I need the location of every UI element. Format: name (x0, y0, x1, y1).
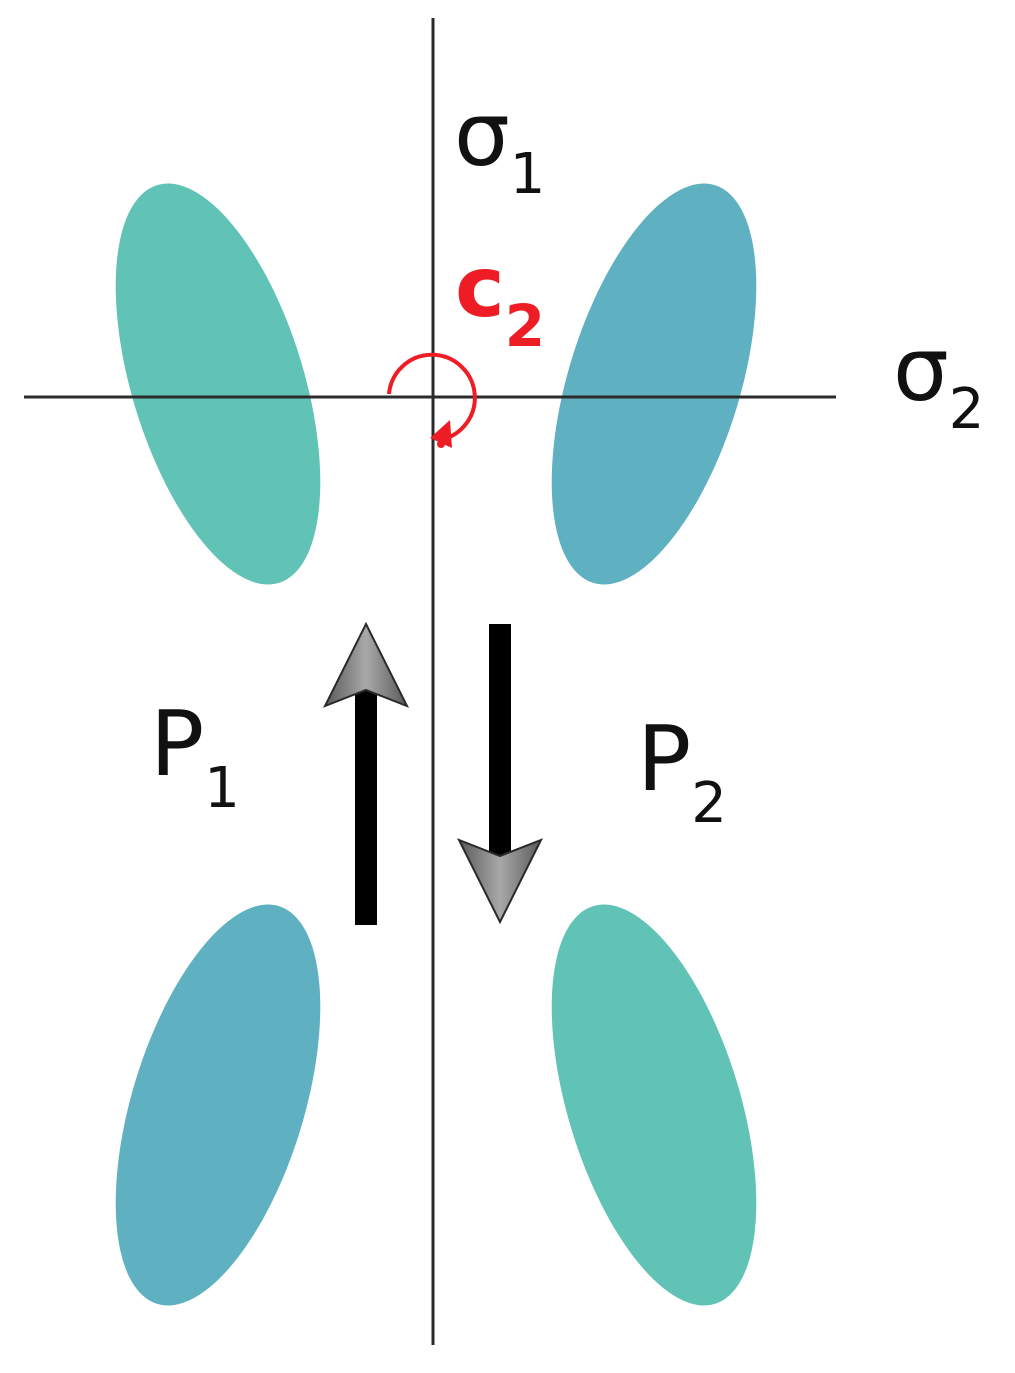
sigma2-label: σ2 (893, 318, 984, 442)
c2-arrowhead-icon (430, 420, 452, 448)
p1-label: P1 (150, 692, 240, 821)
p2-arrow-head-icon (456, 838, 544, 925)
lobe-bottom-left (115, 904, 321, 1306)
sigma1-label: σ1 (454, 83, 545, 207)
lobe-bottom-right (551, 904, 757, 1306)
p2-label: P2 (637, 707, 727, 836)
c2-center-dot (437, 440, 445, 448)
lobe-top-right (551, 183, 757, 585)
c2-rotation-arrow-icon (387, 352, 477, 442)
p2-arrow-shaft (489, 624, 511, 859)
lobe-top-left (115, 183, 321, 585)
p1-arrow-head-icon (322, 621, 410, 708)
c2-label: c2 (455, 238, 545, 360)
p1-arrow-shaft (355, 690, 377, 925)
